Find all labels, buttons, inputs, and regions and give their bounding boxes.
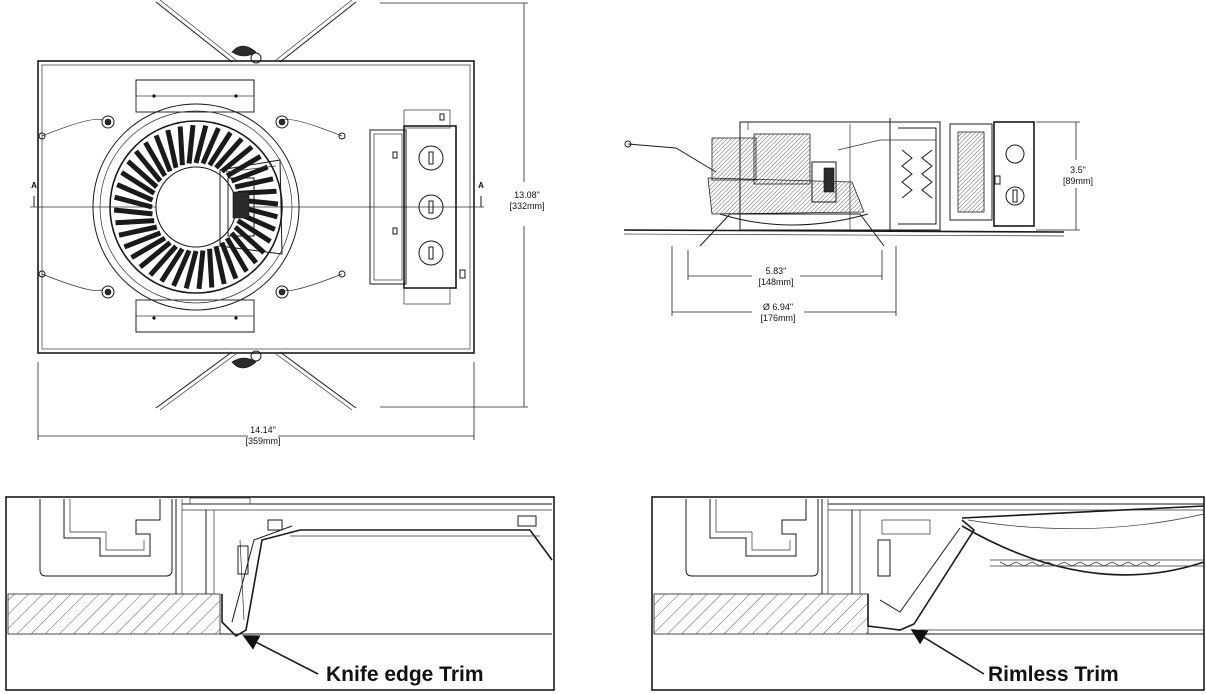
- heat-sink-fin: [153, 134, 173, 173]
- heat-sink-fin: [159, 247, 185, 283]
- aperture-dim-mm: [148mm]: [758, 277, 793, 287]
- knife-edge-trim: [221, 529, 553, 638]
- heat-sink-fin: [133, 149, 163, 183]
- heat-sink-fin: [229, 231, 259, 265]
- heat-sink-fin: [171, 249, 192, 287]
- ceiling-plate: [623, 229, 1065, 233]
- side-j-box-back: [949, 123, 993, 221]
- side-height-mm: [89mm]: [1063, 176, 1093, 186]
- heat-sink-fin: [113, 194, 153, 210]
- spring-wires: [38, 115, 346, 299]
- plan-view: A A: [30, 0, 545, 446]
- heat-sink-fin: [219, 241, 239, 280]
- heat-sink-fin: [200, 127, 221, 165]
- heat-sink-fin: [126, 159, 159, 189]
- heat-sink-fin: [130, 235, 167, 260]
- outer-dimension: Ø 6.94" [176mm]: [671, 246, 897, 323]
- section-mark-right: A: [478, 181, 484, 190]
- heat-sink-fin: [177, 126, 185, 166]
- height-dim-inches: 13.08": [514, 190, 540, 200]
- heat-sink-fin: [143, 141, 168, 178]
- heat-sink-fin: [138, 240, 172, 270]
- heat-sink-fin: [213, 245, 227, 285]
- reflector-lens: [961, 525, 1205, 576]
- outer-dim-inches: Ø 6.94": [763, 302, 793, 312]
- heat-sink-fin: [224, 236, 249, 273]
- heat-sink-fin: [123, 230, 162, 250]
- heat-sink-fin: [220, 144, 254, 174]
- ceiling-section-right: [653, 593, 869, 635]
- heat-sink-fin: [113, 207, 153, 217]
- side-j-box: [993, 121, 1035, 227]
- heat-sink-fin: [183, 250, 199, 290]
- heat-sink-fin: [207, 131, 233, 167]
- heat-sink-fin: [148, 244, 178, 277]
- junction-box: [369, 109, 466, 305]
- rimless-trim: [867, 519, 976, 631]
- heat-sink-fin: [115, 218, 155, 226]
- heat-sink-fin: [233, 225, 266, 255]
- ceiling-section-left: [7, 593, 221, 635]
- rimless-label: Rimless Trim: [988, 663, 1119, 686]
- heat-sink-fin: [207, 248, 215, 288]
- insulation-right: [753, 133, 811, 185]
- heat-sink-fin: [120, 170, 156, 196]
- heat-sink-fin: [230, 164, 269, 184]
- heat-sink-fin: [214, 137, 244, 170]
- side-height-inches: 3.5": [1070, 165, 1086, 175]
- heat-sink: [92, 103, 300, 311]
- aperture-dim-inches: 5.83": [766, 266, 787, 276]
- section-mark-left: A: [31, 181, 37, 190]
- hanger-bars: [155, 0, 357, 411]
- heat-sink-fin: [165, 129, 179, 169]
- reflector: [699, 213, 885, 247]
- heat-sink-fin: [193, 124, 209, 164]
- width-dim-mm: [359mm]: [245, 436, 280, 446]
- height-dim-mm: [332mm]: [509, 201, 544, 211]
- side-height-dimension: 3.5" [89mm]: [1036, 121, 1093, 231]
- outer-dim-mm: [176mm]: [760, 313, 795, 323]
- heat-sink-fin: [118, 224, 158, 238]
- side-view: 3.5" [89mm] 5.83" [148mm] Ø 6.94" [176mm…: [623, 118, 1093, 323]
- detail-knife-edge: Knife edge Trim: [5, 496, 555, 691]
- aperture-dimension: 5.83" [148mm]: [687, 250, 883, 287]
- width-dimension: 14.14" [359mm]: [37, 362, 475, 446]
- detail-rimless: Rimless Trim: [651, 496, 1205, 691]
- width-dim-inches: 14.14": [250, 425, 276, 435]
- heat-sink-fin: [196, 250, 206, 290]
- heat-sink-fin: [116, 182, 154, 203]
- heat-sink-fin: [186, 124, 196, 164]
- height-dimension: 13.08" [332mm]: [380, 2, 545, 408]
- knife-edge-label: Knife edge Trim: [326, 663, 484, 686]
- insulation-left: [711, 137, 757, 181]
